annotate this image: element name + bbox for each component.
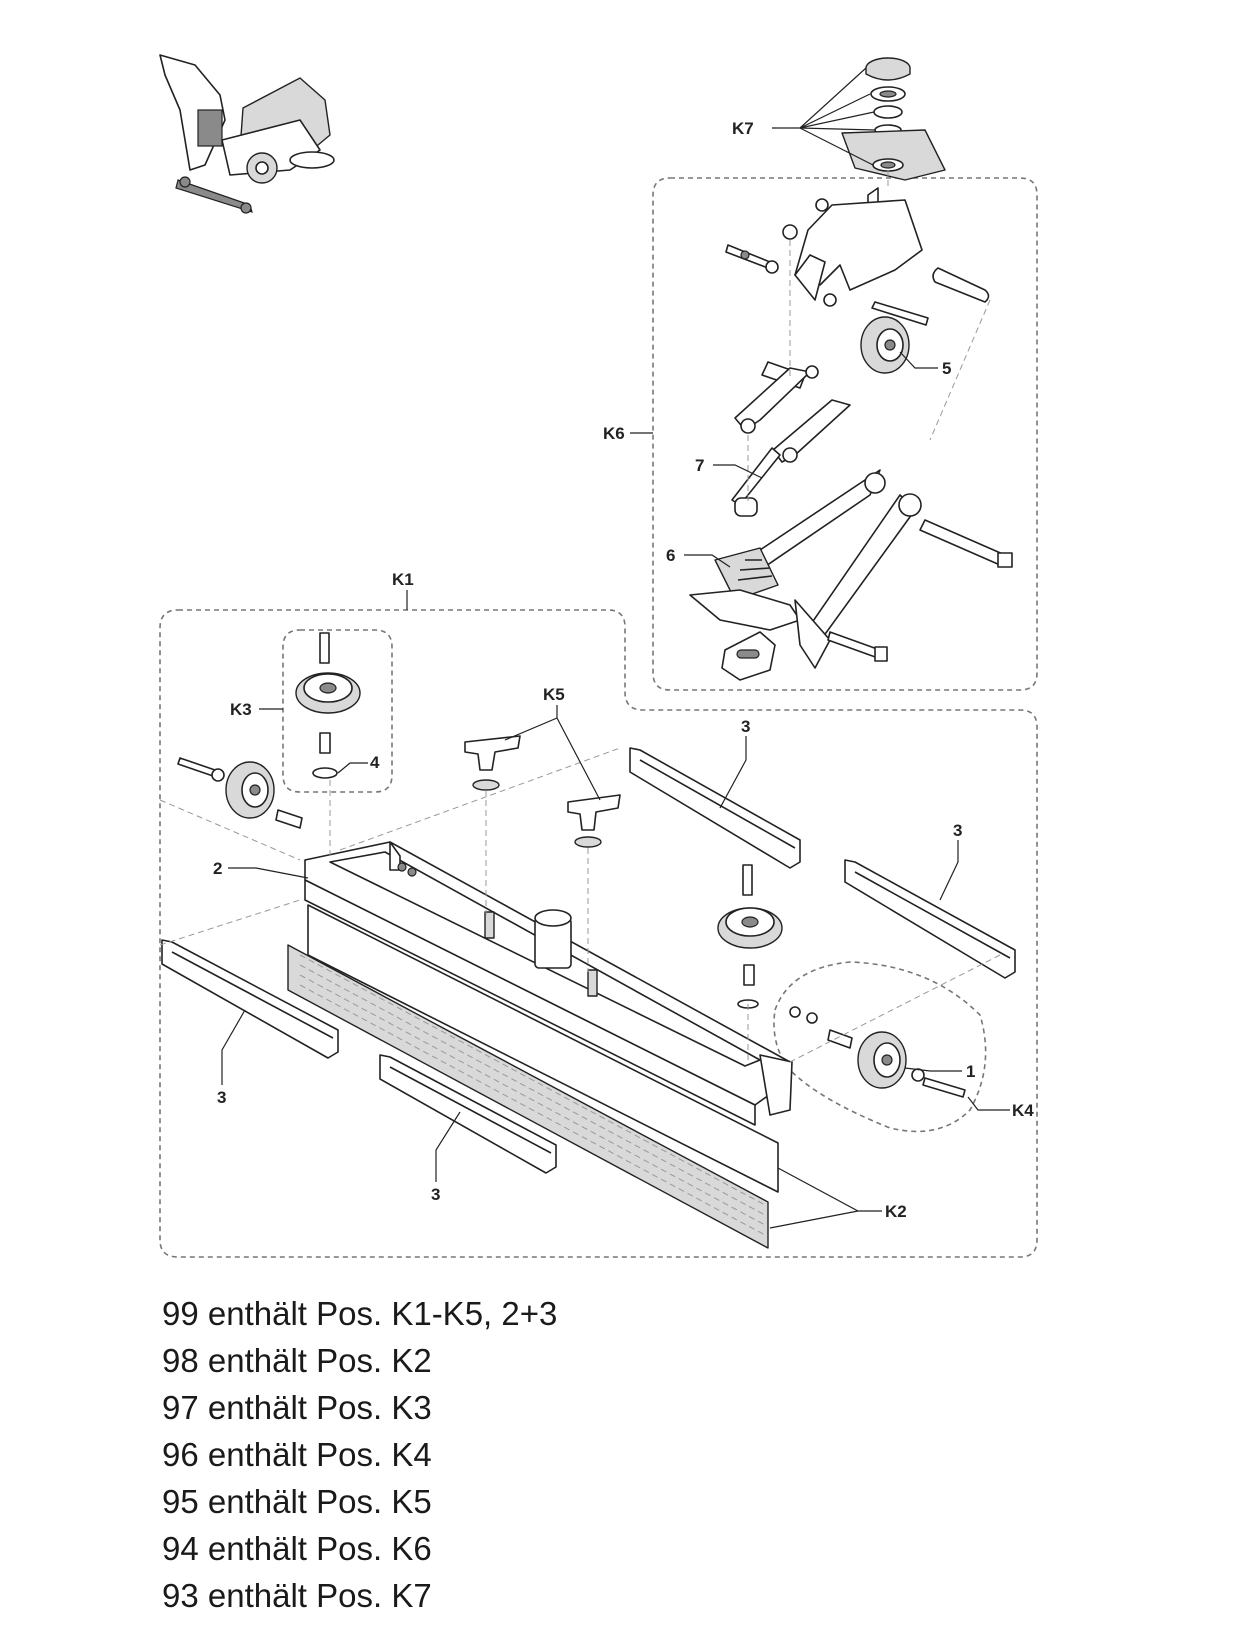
part-right-roller-k4 (717, 864, 966, 1098)
group-outline-k6 (652, 177, 1038, 691)
group-outline-k1 (159, 609, 1038, 1258)
callout-pos-5: 5 (942, 359, 951, 378)
callout-k7: K7 (732, 119, 754, 138)
part-2-squeegee-body (304, 841, 793, 1126)
callout-k2: K2 (885, 1202, 907, 1221)
kit-note-96: 96 enthält Pos. K4 (162, 1436, 432, 1473)
callout-k3: K3 (230, 700, 252, 719)
callout-pos-3-right: 3 (953, 821, 962, 840)
callout-pos-3-top: 3 (741, 717, 750, 736)
callout-pos-6: 6 (666, 546, 675, 565)
part-k2-blades (287, 904, 779, 1249)
part-k7-bearing-stack (841, 57, 946, 181)
part-left-wheel (177, 757, 303, 829)
callout-pos-4: 4 (370, 753, 380, 772)
kit-note-95: 95 enthält Pos. K5 (162, 1483, 432, 1520)
callout-pos-2: 2 (213, 859, 222, 878)
part-k5-knobs (464, 735, 621, 848)
callout-k5: K5 (543, 685, 565, 704)
callout-k6: K6 (603, 424, 625, 443)
part-k6-pedal-mechanism (689, 187, 1013, 681)
group-outline-k3 (282, 629, 393, 793)
kit-note-93: 93 enthält Pos. K7 (162, 1577, 432, 1614)
kit-note-98: 98 enthält Pos. K2 (162, 1342, 432, 1379)
callout-pos-3-bottom: 3 (431, 1185, 440, 1204)
kit-note-99: 99 enthält Pos. K1-K5, 2+3 (162, 1295, 558, 1332)
exploded-parts-diagram: K7 K6 K1 5 7 6 K5 K3 4 2 3 3 3 3 1 K4 K2 (159, 54, 1038, 1258)
callout-pos-7: 7 (695, 456, 704, 475)
kit-note-94: 94 enthält Pos. K6 (162, 1530, 432, 1567)
part-3-rails (161, 747, 1016, 1174)
leader-lines (221, 67, 1010, 1229)
assembly-guide-lines (159, 170, 1001, 1063)
callout-k4: K4 (1012, 1101, 1034, 1120)
machine-thumbnail (159, 54, 335, 214)
callout-pos-3-left: 3 (217, 1088, 226, 1107)
group-outline-k4 (773, 961, 987, 1133)
callout-pos-1: 1 (966, 1062, 975, 1081)
kit-note-97: 97 enthält Pos. K3 (162, 1389, 432, 1426)
callout-k1: K1 (392, 570, 414, 589)
kit-notes: 99 enthält Pos. K1-K5, 2+3 98 enthält Po… (162, 1290, 1062, 1619)
part-k3-roller (295, 632, 361, 779)
callout-labels: K7 K6 K1 5 7 6 K5 K3 4 2 3 3 3 3 1 K4 K2 (213, 119, 1034, 1221)
